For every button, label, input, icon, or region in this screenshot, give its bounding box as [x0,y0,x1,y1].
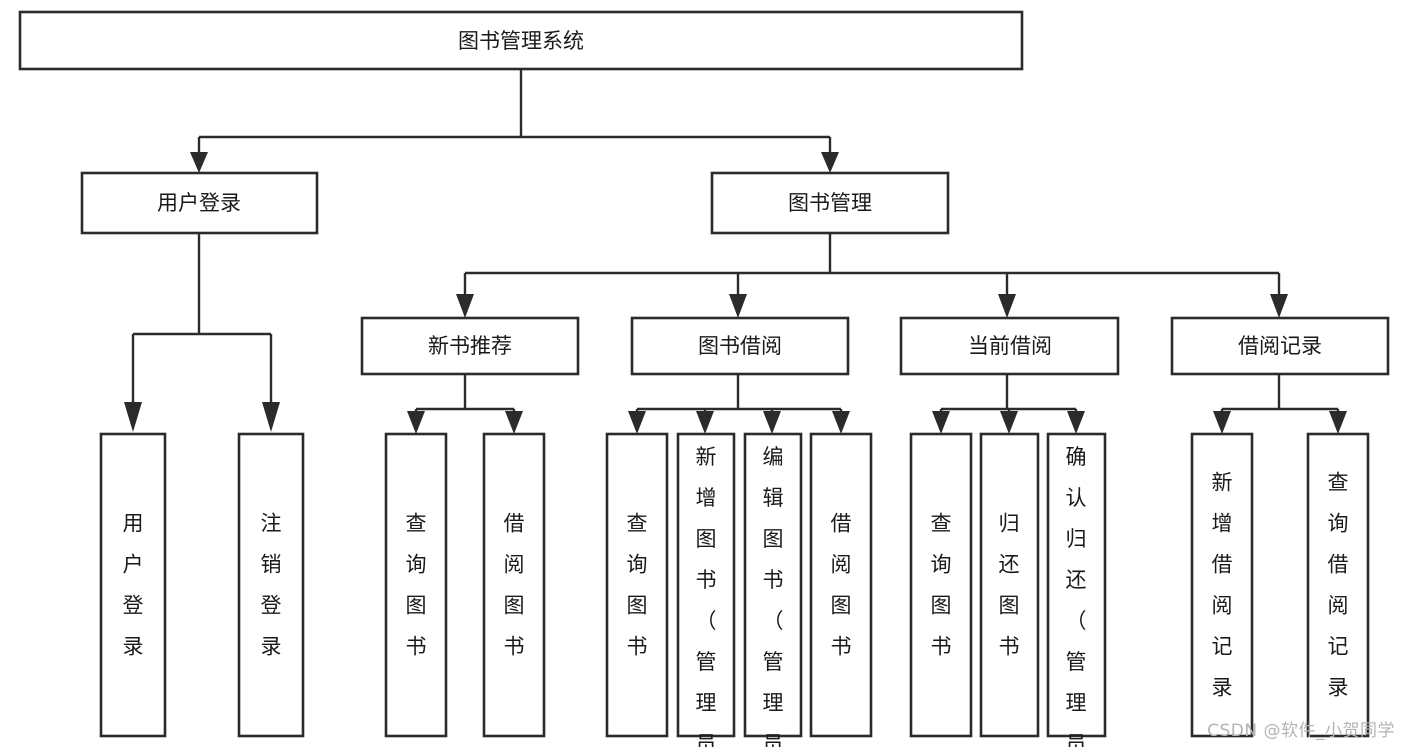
node-leaf-query-book-3-label: 查询图书 [931,512,952,659]
node-leaf-edit-book[interactable]: 编辑图书（管理员） [743,432,803,747]
node-user-login-box[interactable] [80,171,319,235]
arrow-to-current-borrow [998,294,1016,318]
node-leaf-add-book[interactable]: 新增图书（管理员） [676,432,736,747]
node-book-management-box[interactable] [710,171,950,235]
node-root-box[interactable] [18,10,1024,71]
arrow-to-leaf-query-book-2 [628,411,646,434]
node-book-borrow-label: 图书借阅 [698,334,782,358]
arrow-to-leaf-query-book-1 [407,411,425,434]
node-leaf-confirm-return[interactable]: 确认归还（管理员） [1046,432,1107,747]
node-leaf-query-book-1-box[interactable] [384,432,448,738]
node-borrow-record-box[interactable] [1170,316,1390,376]
arrow-to-leaf-query-book-3 [932,411,950,434]
node-root[interactable]: 图书管理系统 [18,10,1024,71]
node-leaf-query-record-label: 查询借阅记录 [1328,471,1349,700]
node-leaf-user-login-label: 用户登录 [123,512,144,659]
node-root-label: 图书管理系统 [458,29,584,53]
node-leaf-borrow-book-1[interactable]: 借阅图书 [482,432,546,738]
node-leaf-query-book-2-label: 查询图书 [627,512,648,659]
arrow-to-leaf-user-login [124,402,142,432]
node-leaf-confirm-return-box[interactable] [1046,432,1107,738]
arrow-to-user-login [190,152,208,173]
arrow-to-leaf-return-book [1000,411,1018,434]
node-leaf-edit-book-box[interactable] [743,432,803,738]
node-leaf-user-login[interactable]: 用户登录 [99,432,167,738]
node-leaf-add-record-label: 新增借阅记录 [1212,471,1233,700]
node-leaf-query-book-3[interactable]: 查询图书 [909,432,973,738]
node-user-login[interactable]: 用户登录 [80,171,319,235]
node-leaf-return-book-box[interactable] [979,432,1040,738]
arrow-to-leaf-edit-book [763,411,781,434]
node-leaf-edit-book-label: 编辑图书（管理员） [763,445,784,747]
node-book-management-label: 图书管理 [788,191,872,215]
node-book-management[interactable]: 图书管理 [710,171,950,235]
node-leaf-add-record-box[interactable] [1190,432,1254,738]
node-leaf-query-record-box[interactable] [1306,432,1370,738]
arrow-to-leaf-query-record [1329,411,1347,434]
node-leaf-query-record[interactable]: 查询借阅记录 [1306,432,1370,738]
arrow-to-leaf-borrow-book-2 [832,411,850,434]
node-leaf-confirm-return-label: 确认归还（管理员） [1066,445,1087,747]
node-leaf-query-book-2[interactable]: 查询图书 [605,432,669,738]
node-current-borrow-label: 当前借阅 [968,334,1052,358]
node-leaf-user-login-box[interactable] [99,432,167,738]
arrow-to-borrow-record [1270,294,1288,318]
node-leaf-query-book-1-label: 查询图书 [406,512,427,659]
arrow-to-book-borrow [729,294,747,318]
node-leaf-add-book-label: 新增图书（管理员） [696,445,717,747]
node-leaf-query-book-1[interactable]: 查询图书 [384,432,448,738]
arrow-to-book-management [821,152,839,173]
node-leaf-borrow-book-2[interactable]: 借阅图书 [809,432,873,738]
arrow-to-leaf-add-book [696,411,714,434]
node-new-book-recommend-box[interactable] [360,316,580,376]
arrow-to-leaf-add-record [1213,411,1231,434]
node-leaf-user-logout-box[interactable] [237,432,305,738]
node-leaf-borrow-book-2-label: 借阅图书 [831,512,852,659]
node-user-login-label: 用户登录 [157,191,241,215]
node-current-borrow-box[interactable] [899,316,1120,376]
connector-group [124,69,1347,434]
node-leaf-add-record[interactable]: 新增借阅记录 [1190,432,1254,738]
node-borrow-record[interactable]: 借阅记录 [1170,316,1390,376]
node-leaf-query-book-3-box[interactable] [909,432,973,738]
arrow-to-leaf-confirm-return [1067,411,1085,434]
node-new-book-recommend[interactable]: 新书推荐 [360,316,580,376]
node-leaf-borrow-book-2-box[interactable] [809,432,873,738]
node-leaf-user-logout-label: 注销登录 [261,512,282,659]
node-leaf-borrow-book-1-label: 借阅图书 [504,512,525,659]
node-current-borrow[interactable]: 当前借阅 [899,316,1120,376]
arrow-to-new-book-recommend [456,294,474,318]
node-borrow-record-label: 借阅记录 [1238,334,1322,358]
node-new-book-recommend-label: 新书推荐 [428,334,512,358]
node-book-borrow[interactable]: 图书借阅 [630,316,850,376]
node-leaf-add-book-box[interactable] [676,432,736,738]
node-leaf-query-book-2-box[interactable] [605,432,669,738]
node-leaf-return-book-label: 归还图书 [999,512,1020,659]
node-book-borrow-box[interactable] [630,316,850,376]
arrow-to-leaf-borrow-book-1 [505,411,523,434]
node-leaf-user-logout[interactable]: 注销登录 [237,432,305,738]
node-leaf-borrow-book-1-box[interactable] [482,432,546,738]
arrow-to-leaf-user-logout [262,402,280,432]
node-leaf-return-book[interactable]: 归还图书 [979,432,1040,738]
